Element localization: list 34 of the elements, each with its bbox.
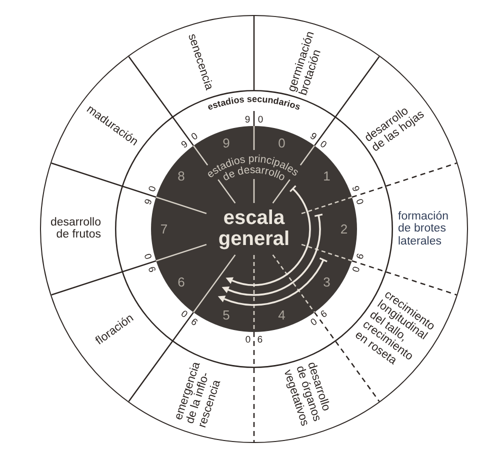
stage-number: 8: [178, 170, 185, 183]
stage-number: 6: [178, 275, 185, 288]
substage-number: 9: [308, 132, 318, 143]
substage-number: 0: [190, 132, 200, 143]
substage-number: 0: [244, 333, 250, 343]
substage-number: 0: [354, 198, 365, 206]
substage-number: 9: [180, 139, 190, 150]
stage-number: 9: [222, 136, 230, 150]
stage-number: 3: [323, 275, 330, 288]
stage-number: 7: [160, 222, 168, 236]
substage-number: 9: [190, 315, 200, 326]
substage-number: 9: [258, 333, 264, 343]
substage-number: 0: [318, 139, 328, 150]
stage-number: 0: [278, 136, 286, 150]
substage-number: 9: [244, 115, 250, 125]
substage-number: 0: [258, 115, 264, 125]
scale-title: escala general: [217, 208, 291, 250]
substage-number: 9: [354, 252, 365, 260]
stage-number: 2: [340, 222, 348, 236]
stage-number: 5: [222, 308, 230, 322]
substage-number: 9: [147, 264, 158, 273]
stage-name: formación de brotes laterales: [398, 210, 452, 248]
substage-number: 0: [143, 252, 154, 260]
stage-number: 1: [323, 170, 330, 183]
substage-number: 9: [318, 308, 328, 319]
substage-number: 9: [350, 185, 361, 194]
ring-title: estadios secundarios: [206, 94, 302, 112]
stage-number: 4: [278, 308, 286, 322]
substage-number: 0: [147, 185, 158, 194]
substage-number: 0: [180, 308, 190, 319]
substage-number: 0: [350, 264, 361, 273]
substage-number: 0: [308, 315, 318, 326]
stage-name: desarrollo de frutos: [45, 216, 101, 242]
substage-number: 9: [143, 198, 154, 206]
